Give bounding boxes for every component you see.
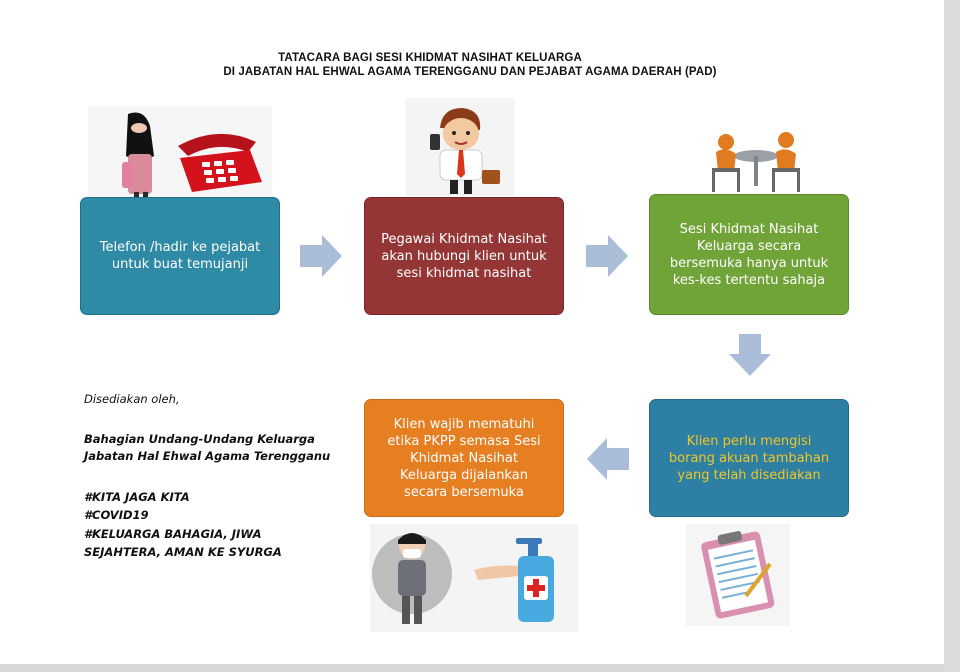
arrow-right-icon [586,235,628,277]
businessman-phone-icon [406,98,514,196]
department-line-1: Bahagian Undang-Undang Keluarga [84,432,315,446]
woman-phone-icon [88,106,272,198]
clipboard-form-icon [686,524,790,626]
hashtag-3: #KELUARGA BAHAGIA, JIWA [84,527,262,541]
hashtag-2: #COVID19 [84,508,149,522]
step-1-box: Telefon /hadir ke pejabat untuk buat tem… [80,197,280,315]
hashtag-1: #KITA JAGA KITA [84,490,190,504]
department-line-2: Jabatan Hal Ehwal Agama Terengganu [84,449,331,463]
prepared-by-label: Disediakan oleh, [84,392,180,406]
step-5-box: Klien wajib mematuhi etika PKPP semasa S… [364,399,564,517]
page-edge [944,0,960,672]
page-edge-bottom [0,664,944,672]
masked-person-sanitizer-icon [370,524,578,632]
arrow-down-icon [729,334,771,376]
title-line-1: TATACARA BAGI SESI KHIDMAT NASIHAT KELUA… [278,52,582,64]
meeting-table-icon [704,128,804,194]
arrow-right-icon [300,235,342,277]
step-3-box: Sesi Khidmat Nasihat Keluarga secara ber… [649,194,849,315]
arrow-left-icon [587,438,629,480]
step-4-box: Klien perlu mengisi borang akuan tambaha… [649,399,849,517]
title-line-2: DI JABATAN HAL EHWAL AGAMA TERENGGANU DA… [223,66,717,78]
step-2-box: Pegawai Khidmat Nasihat akan hubungi kli… [364,197,564,315]
hashtag-4: SEJAHTERA, AMAN KE SYURGA [84,545,282,559]
